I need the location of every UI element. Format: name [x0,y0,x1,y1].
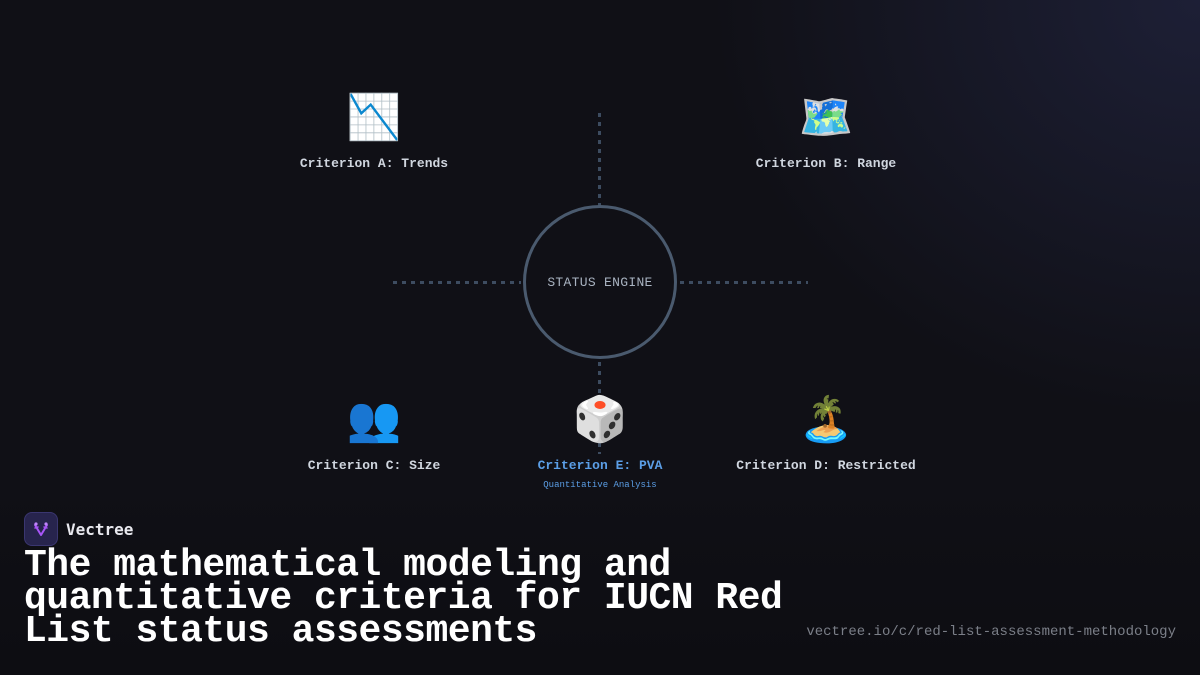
status-engine-label: STATUS ENGINE [547,274,653,290]
chart-decreasing-icon: 📉 [346,92,402,143]
criterion-d-label: Criterion D: Restricted [736,458,916,473]
node-criterion-c: 👥 Criterion C: Size [254,394,494,473]
connector-bottom [598,344,601,454]
node-criterion-a: 📉 Criterion A: Trends [254,92,494,171]
page-title: The mathematical modeling and quantitati… [24,544,783,653]
people-icon: 👥 [346,394,402,445]
criterion-e-sublabel: Quantitative Analysis [543,480,657,490]
node-criterion-e: 🎲 Criterion E: PVA Quantitative Analysis [480,394,720,490]
criterion-c-label: Criterion C: Size [307,458,441,473]
dice-icon: 🎲 [572,394,628,445]
world-map-icon: 🗺️ [798,92,854,143]
criterion-e-label: Criterion E: PVA [537,458,663,473]
vectree-logo-icon [24,512,58,546]
criterion-b-label: Criterion B: Range [755,156,897,171]
connector-top [598,113,601,221]
source-url: vectree.io/c/red-list-assessment-methodo… [806,624,1176,640]
node-criterion-b: 🗺️ Criterion B: Range [706,92,946,171]
status-engine-hub: STATUS ENGINE [523,205,677,359]
desert-island-icon: 🏝️ [798,394,854,445]
brand: Vectree [24,512,133,546]
connector-right [680,281,808,284]
connector-left [393,281,521,284]
criterion-a-label: Criterion A: Trends [299,156,449,171]
brand-name: Vectree [66,519,134,539]
node-criterion-d: 🏝️ Criterion D: Restricted [706,394,946,473]
